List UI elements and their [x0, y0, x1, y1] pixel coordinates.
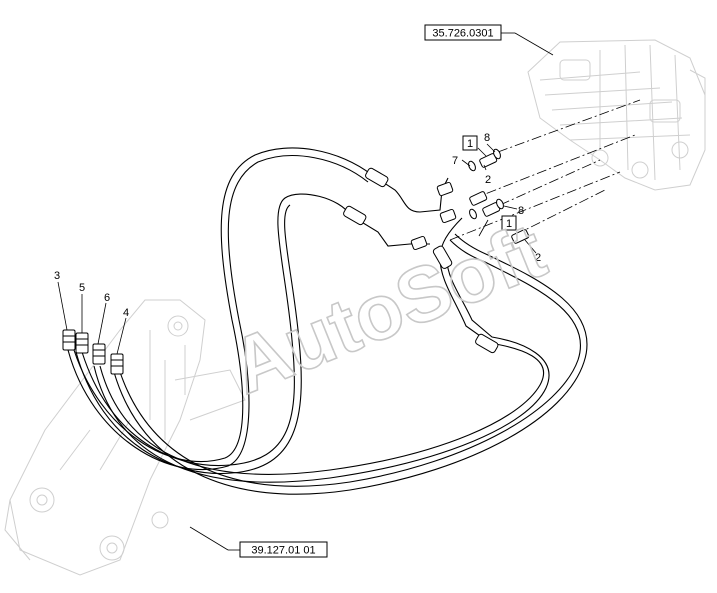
callout-2-top: 2 — [485, 174, 491, 186]
callout-box-1-top: 1 — [462, 135, 478, 151]
callout-3: 3 — [54, 270, 60, 282]
callout-8-top: 8 — [484, 132, 490, 144]
watermark-text: AutoSoft — [219, 206, 557, 411]
fitting-connector-a — [436, 181, 454, 197]
fitting-mid-b — [482, 198, 504, 217]
fitting-connector-c — [410, 235, 428, 251]
hose-lines — [67, 147, 588, 495]
loader-frame-ghost — [4, 299, 246, 576]
leader-lines — [57, 32, 554, 551]
control-valve-ghost — [527, 39, 706, 191]
callout-2-bottom: 2 — [535, 252, 541, 264]
hose-3-end-fitting — [62, 329, 76, 351]
callout-5: 5 — [79, 282, 85, 294]
hose-5-end-fitting — [75, 332, 89, 354]
fitting-upper — [479, 148, 501, 168]
callout-8-mid: 8 — [518, 205, 524, 217]
reference-loader-text[interactable]: 39.127.01 01 — [251, 545, 315, 557]
valve-side-fittings — [410, 148, 530, 251]
callout-box-1-mid: 1 — [501, 215, 517, 231]
callout-4: 4 — [123, 307, 129, 319]
reference-box-loader[interactable]: 39.127.01 01 — [239, 541, 328, 558]
hose-4-line — [119, 239, 581, 487]
hose-5-line — [81, 193, 430, 467]
alignment-lines — [449, 99, 641, 241]
fitting-seal-7 — [468, 160, 476, 172]
hose-4-end-fitting — [110, 353, 124, 375]
reference-valve-text[interactable]: 35.726.0301 — [432, 28, 493, 40]
fitting-mid-a — [469, 191, 488, 206]
callout-6: 6 — [104, 292, 110, 304]
callout-1-mid: 1 — [506, 218, 512, 230]
hose-crimp-sleeves — [343, 167, 499, 354]
callout-7: 7 — [452, 155, 458, 167]
left-hose-fittings — [62, 329, 124, 375]
hose-3-line — [73, 147, 449, 463]
fitting-seal-mid — [469, 208, 477, 220]
callout-1-top: 1 — [467, 138, 473, 150]
reference-box-valve[interactable]: 35.726.0301 — [424, 24, 502, 41]
fitting-lower — [511, 229, 530, 244]
hose-6-end-fitting — [92, 343, 106, 365]
fitting-connector-b — [439, 208, 457, 224]
